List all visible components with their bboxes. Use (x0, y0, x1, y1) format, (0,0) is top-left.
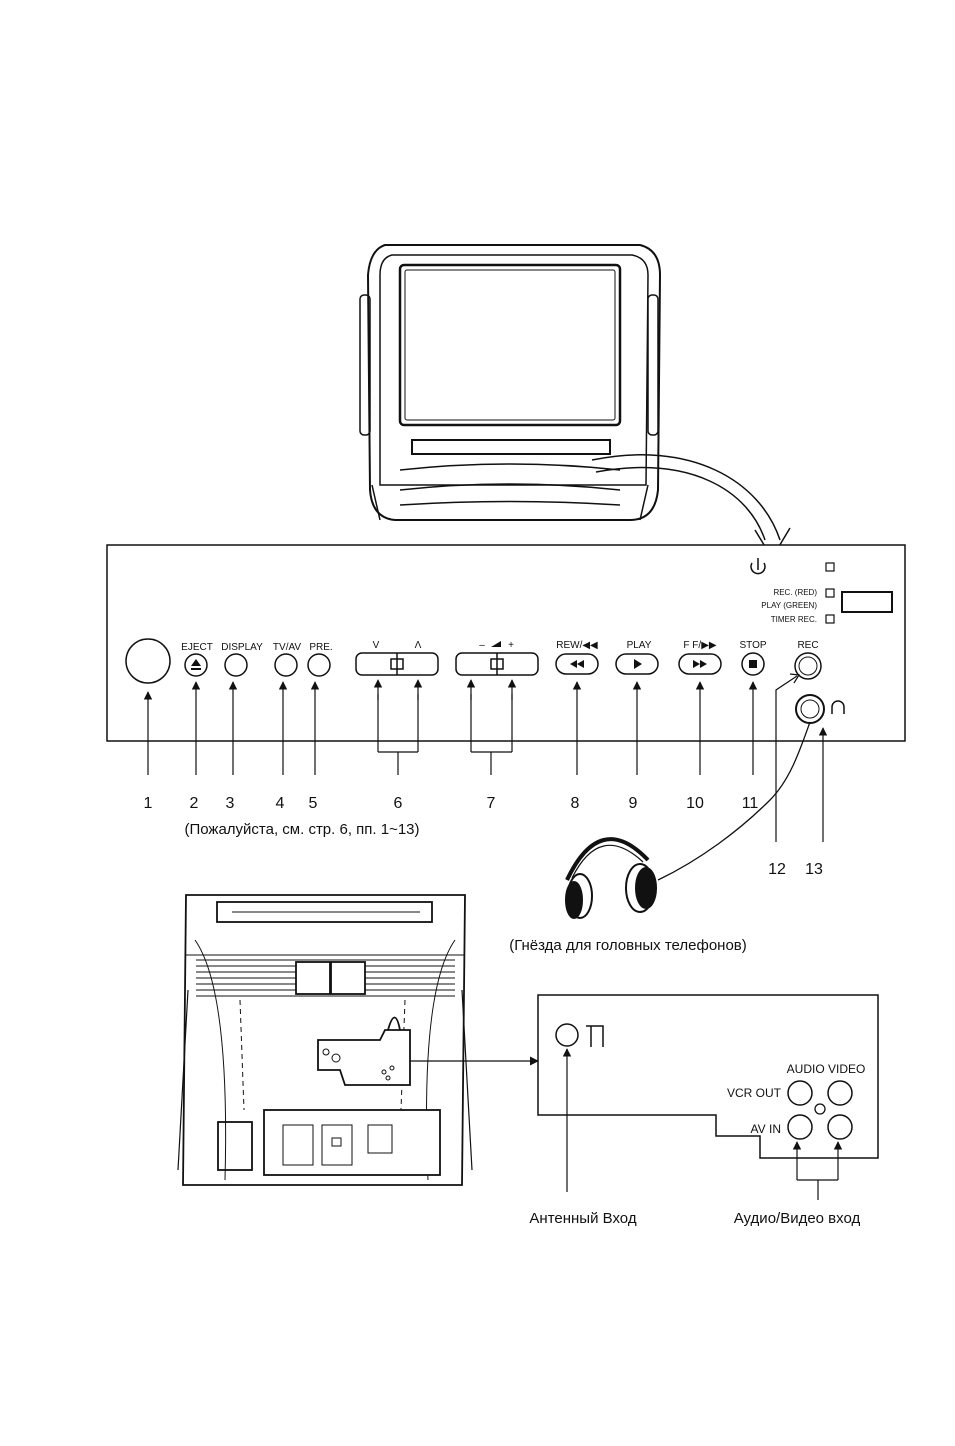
play-label: PLAY (627, 640, 652, 651)
tv-front-illustration (360, 245, 660, 520)
callout-6: 6 (394, 795, 403, 812)
vol-plus-label: + (508, 640, 514, 651)
play-green-label: PLAY (GREEN) (761, 601, 817, 610)
callout-10: 10 (686, 795, 704, 812)
callout-7: 7 (487, 795, 496, 812)
zoom-arrow (592, 455, 780, 540)
av-in-video-jack[interactable] (828, 1115, 852, 1139)
antenna-input-caption: Антенный Вход (529, 1210, 636, 1227)
stop-icon (749, 660, 757, 668)
ch-up-label: Λ (415, 640, 422, 651)
rec-label: REC (797, 640, 818, 651)
callout-1: 1 (144, 795, 153, 812)
vcr-out-label: VCR OUT (727, 1086, 782, 1100)
ch-down-label: V (373, 640, 380, 651)
vcr-out-video-jack[interactable] (828, 1081, 852, 1105)
callout-8: 8 (571, 795, 580, 812)
vcr-out-audio-jack[interactable] (788, 1081, 812, 1105)
headphones-caption: (Гнёзда для головных телефонов) (509, 937, 747, 954)
pre-label: PRE. (309, 642, 332, 653)
ff-label: F F/▶▶ (683, 640, 716, 651)
audio-video-label: AUDIO VIDEO (787, 1062, 866, 1076)
av-input-caption: Аудио/Видео вход (734, 1210, 861, 1227)
callout-13: 13 (805, 861, 823, 878)
center-small-jack (815, 1104, 825, 1114)
rew-label: REW/◀◀ (556, 640, 598, 651)
timer-rec-label: TIMER REC. (771, 615, 817, 624)
av-in-label: AV IN (751, 1122, 781, 1136)
av-in-audio-jack[interactable] (788, 1115, 812, 1139)
stop-label: STOP (739, 640, 766, 651)
rec-red-label: REC. (RED) (773, 588, 817, 597)
display-label: DISPLAY (221, 642, 263, 653)
callout-11: 11 (742, 795, 759, 812)
callout-5: 5 (309, 795, 318, 812)
eject-label: EJECT (181, 642, 213, 653)
callout-9: 9 (629, 795, 638, 812)
callout-2: 2 (190, 795, 199, 812)
see-page-caption: (Пожалуйста, см. стр. 6, пп. 1~13) (184, 821, 419, 838)
tv-rear-illustration (178, 895, 472, 1185)
callout-4: 4 (276, 795, 285, 812)
vol-minus-label: – (479, 640, 485, 651)
antenna-jack[interactable] (556, 1024, 578, 1046)
rear-connector-panel (538, 995, 878, 1158)
headphones-illustration (566, 722, 810, 918)
tvav-label: TV/AV (273, 642, 301, 653)
callout-3: 3 (226, 795, 235, 812)
antenna-symbol (586, 1026, 603, 1047)
callout-12: 12 (768, 861, 786, 878)
